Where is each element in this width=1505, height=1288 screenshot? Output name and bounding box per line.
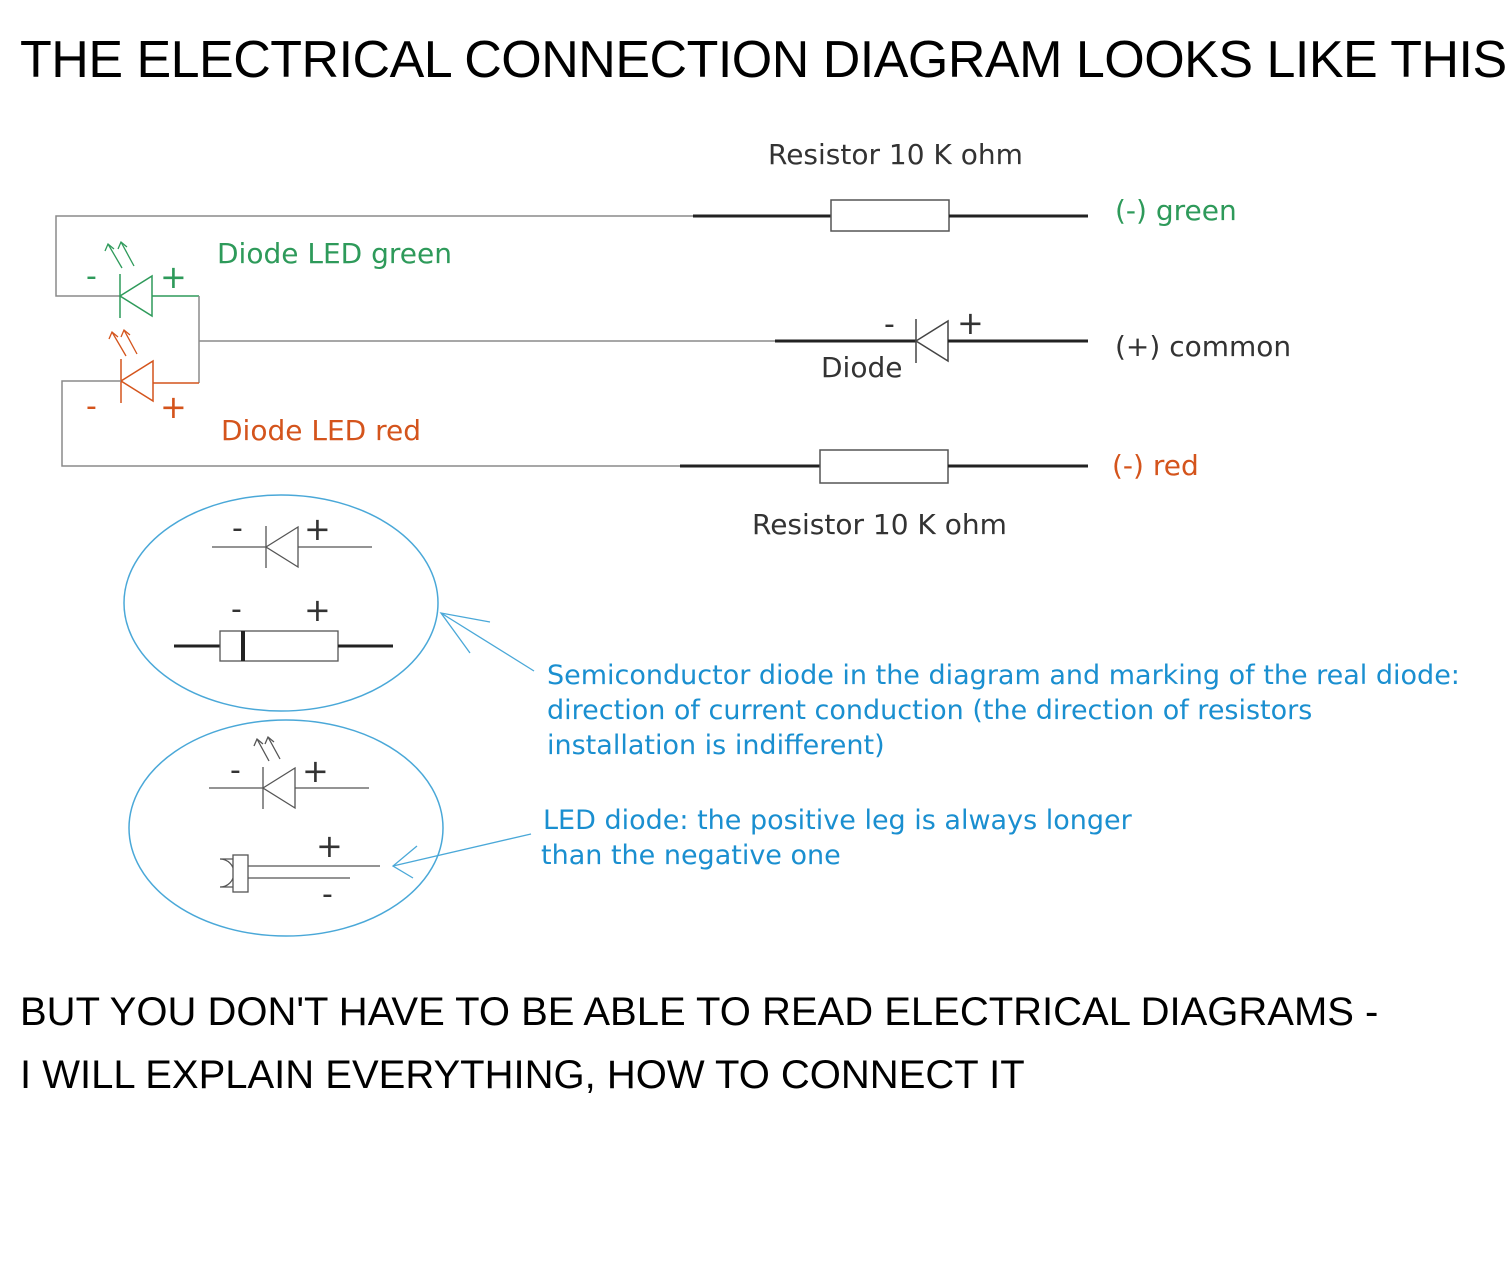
- led-red-plus: +: [160, 388, 187, 426]
- footer-line-1: BUT YOU DON'T HAVE TO BE ABLE TO READ EL…: [20, 990, 1379, 1034]
- green-circuit: Resistor 10 K ohm (-) green: [55, 138, 1237, 297]
- legend-diode-minus: -: [232, 511, 243, 546]
- led-legend-ellipse: [128, 719, 444, 937]
- led-red-label: Diode LED red: [221, 414, 421, 447]
- diode-note-line-3: installation is indifferent): [547, 730, 885, 761]
- legend-diode-triangle: [264, 525, 299, 569]
- diode-legend-ellipse: [123, 494, 439, 712]
- led-green-label: Diode LED green: [217, 237, 452, 270]
- led-note-line-1: LED diode: the positive leg is always lo…: [543, 805, 1133, 836]
- resistor-top: [830, 199, 950, 232]
- real-led-base: [232, 854, 249, 893]
- common-circuit: - + Diode (+) common: [198, 296, 1291, 384]
- led-legend: - + + -: [128, 719, 444, 937]
- real-diode-body: [219, 630, 339, 662]
- diode-legend: - + - +: [123, 494, 439, 712]
- red-wire: [61, 380, 680, 467]
- led-red-triangle: [119, 359, 154, 403]
- led-red-minus: -: [86, 389, 97, 424]
- led-green-plus: +: [160, 258, 187, 296]
- led-green-minus: -: [86, 259, 97, 294]
- light-emission-icon: [108, 328, 138, 357]
- led-red-symbol: - + Diode LED red: [86, 328, 421, 447]
- legend-led-plus: +: [302, 752, 329, 790]
- resistor-top-label: Resistor 10 K ohm: [768, 138, 1023, 171]
- page-title: THE ELECTRICAL CONNECTION DIAGRAM LOOKS …: [20, 31, 1505, 89]
- diode-minus: -: [884, 307, 895, 342]
- legend-led-minus: -: [230, 753, 241, 788]
- diode-note-line-2: direction of current conduction (the dir…: [547, 695, 1312, 726]
- red-circuit: Resistor 10 K ohm (-) red: [61, 380, 1199, 541]
- diode-note-line-1: Semiconductor diode in the diagram and m…: [547, 660, 1460, 691]
- diode-triangle: [914, 319, 949, 363]
- light-emission-icon: [253, 735, 281, 762]
- led-green-triangle: [118, 274, 153, 318]
- footer-line-2: I WILL EXPLAIN EVERYTHING, HOW TO CONNEC…: [20, 1053, 1025, 1097]
- diode-label: Diode: [821, 351, 902, 384]
- terminal-red-label: (-) red: [1112, 449, 1199, 482]
- real-diode-minus: -: [231, 592, 242, 627]
- light-emission-icon: [104, 240, 135, 269]
- led-note-arrow: [391, 833, 532, 879]
- legend-led-triangle: [261, 766, 296, 810]
- terminal-green-label: (-) green: [1115, 194, 1237, 227]
- led-green-symbol: - + Diode LED green: [86, 237, 452, 318]
- resistor-bottom-label: Resistor 10 K ohm: [752, 508, 1007, 541]
- real-led-dome: [219, 858, 235, 888]
- legend-diode-plus: +: [304, 510, 331, 548]
- led-note-line-2: than the negative one: [541, 840, 841, 871]
- resistor-bottom: [819, 449, 949, 484]
- terminal-common-label: (+) common: [1115, 330, 1291, 363]
- diode-note-arrow: [439, 612, 535, 672]
- real-diode-plus: +: [304, 591, 331, 629]
- green-wire: [55, 215, 693, 297]
- real-led-minus: -: [322, 877, 333, 912]
- real-led-plus: +: [316, 827, 343, 865]
- diode-plus: +: [957, 304, 984, 342]
